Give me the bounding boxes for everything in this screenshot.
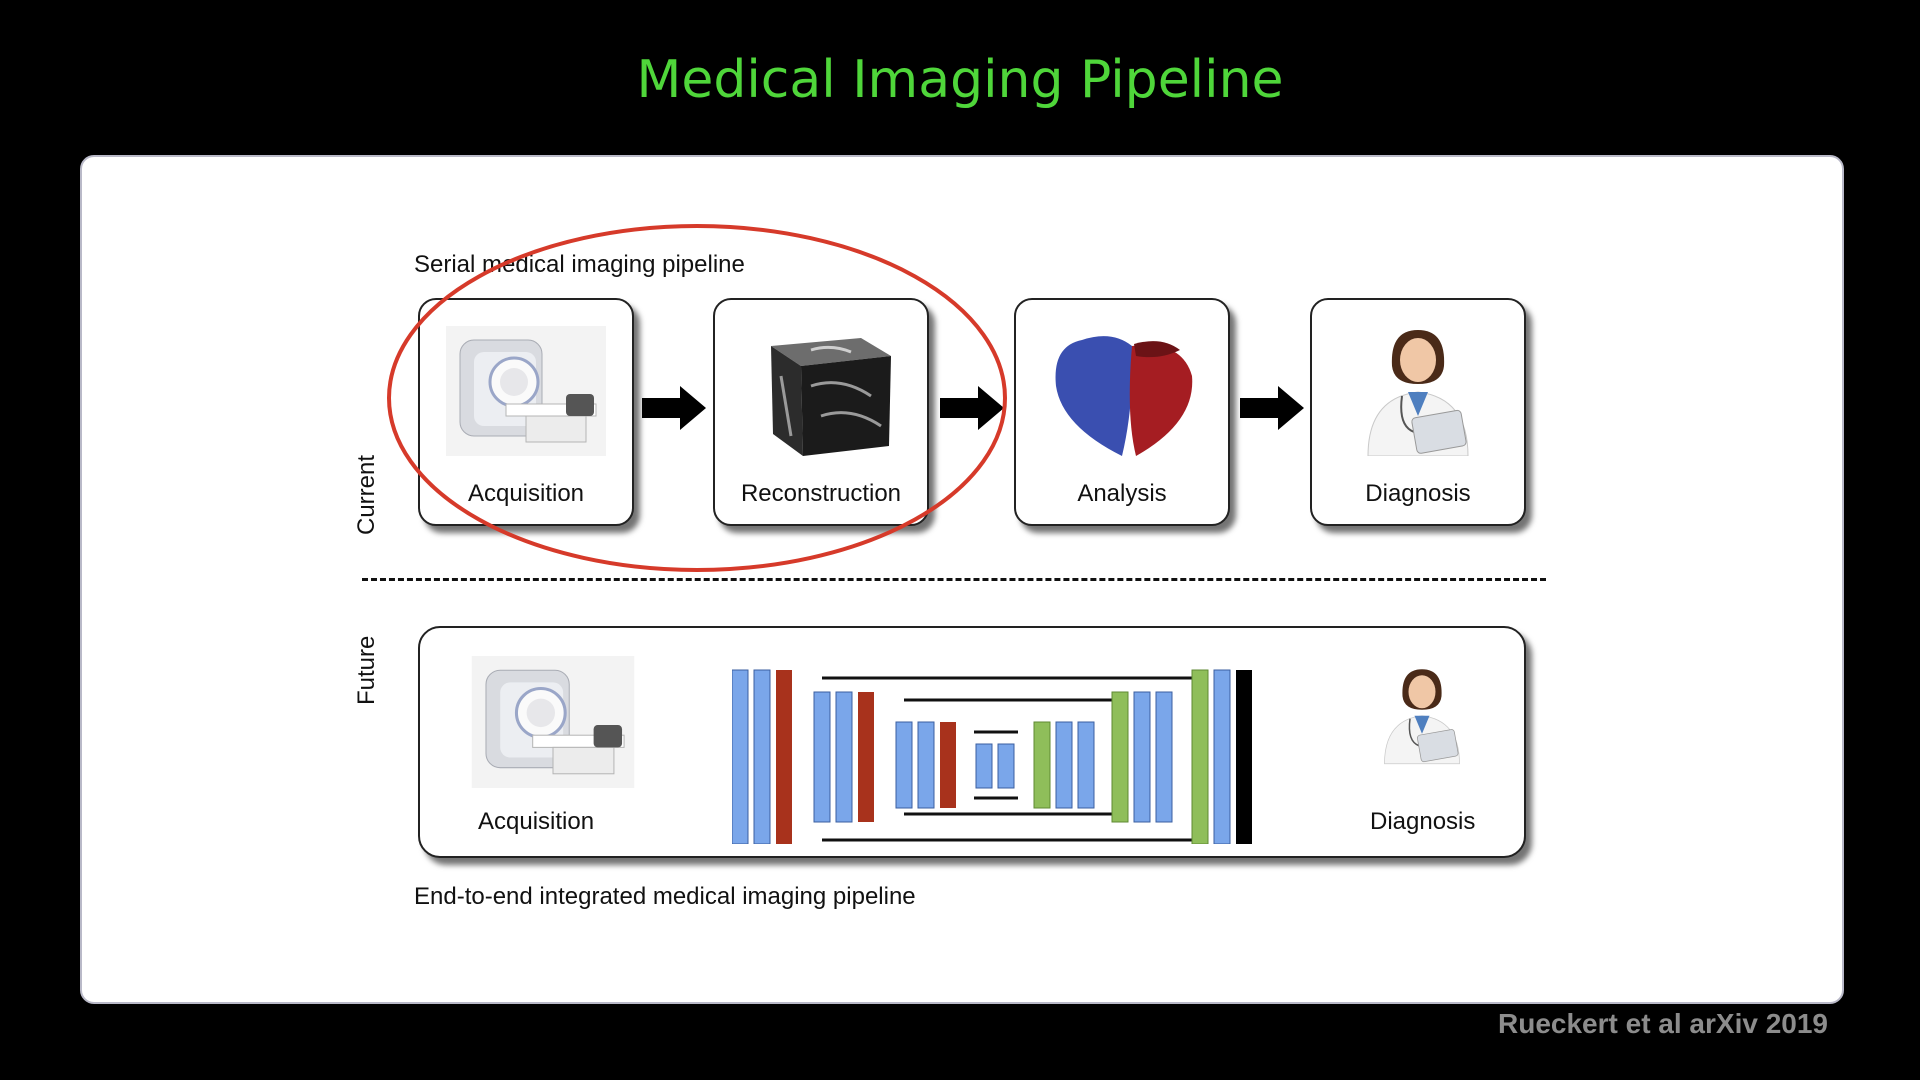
stage-box-reconstruction: Reconstruction: [713, 298, 929, 526]
stage-label-acquisition: Acquisition: [467, 480, 585, 507]
slide-title: Medical Imaging Pipeline: [636, 50, 1284, 110]
doctor-icon: [1367, 330, 1469, 456]
mri-scanner-icon: [471, 656, 635, 788]
encoder-decoder-network-icon: [732, 669, 1252, 844]
citation: Rueckert et al arXiv 2019: [1498, 1008, 1828, 1039]
arrow-icon: [940, 386, 1004, 430]
heart-segmentation-icon: [1055, 336, 1193, 456]
separator-dashed-line: [362, 578, 1546, 581]
stage-box-acquisition: Acquisition: [418, 298, 634, 526]
stage-box-diagnosis: Diagnosis: [1310, 298, 1526, 526]
future-pipeline-box: Acquisition Diagnosis: [418, 626, 1526, 858]
mri-scanner-icon: [446, 326, 606, 456]
side-label-future: Future: [353, 635, 380, 705]
stage-box-analysis: Analysis: [1014, 298, 1230, 526]
stage-label-diagnosis: Diagnosis: [1365, 480, 1471, 507]
current-pipeline-caption: Serial medical imaging pipeline: [414, 251, 745, 278]
stage-label-reconstruction: Reconstruction: [740, 480, 902, 507]
future-pipeline-caption: End-to-end integrated medical imaging pi…: [414, 883, 916, 910]
side-label-current: Current: [353, 454, 380, 535]
doctor-icon: [1384, 669, 1460, 765]
arrow-icon: [642, 386, 706, 430]
future-label-diagnosis: Diagnosis: [1370, 808, 1476, 835]
future-label-acquisition: Acquisition: [478, 808, 595, 835]
volume-cube-icon: [771, 338, 891, 456]
arrow-icon: [1240, 386, 1304, 430]
stage-label-analysis: Analysis: [1077, 480, 1167, 507]
